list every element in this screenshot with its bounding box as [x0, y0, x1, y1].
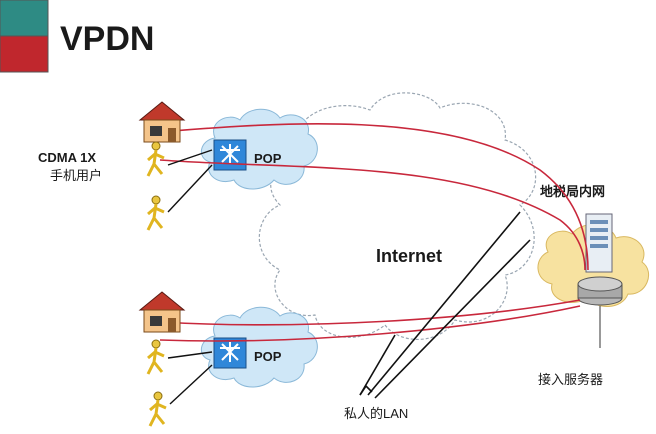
tunnel-top-lower	[159, 159, 586, 271]
tax-intranet-cloud	[537, 213, 649, 307]
user-links	[167, 149, 213, 405]
pop-bottom-label: POP	[254, 349, 282, 364]
tunnel-top-upper	[159, 122, 589, 271]
cdma-label: CDMA 1X	[38, 150, 96, 165]
private-lan-pointers	[359, 211, 531, 399]
server-label: 接入服务器	[538, 372, 603, 387]
pop-top-label: POP	[254, 151, 282, 166]
house-icon	[138, 101, 186, 143]
vpdn-tunnels	[159, 122, 589, 342]
pop-top-cloud	[200, 108, 318, 190]
page-title: VPDN	[60, 20, 154, 58]
internet-cloud-shape	[258, 92, 537, 340]
tunnel-bottom-lower	[159, 305, 581, 342]
person-icon	[148, 391, 167, 427]
pop-bottom-cloud	[200, 306, 318, 388]
logo	[0, 0, 49, 73]
pointer-line-1	[367, 211, 521, 396]
access-server-icon	[577, 276, 623, 306]
router-arrows	[220, 342, 240, 362]
server-icon	[585, 213, 613, 273]
internet-label: Internet	[376, 246, 442, 266]
internet-cloud	[258, 92, 537, 340]
person-icon	[146, 141, 165, 177]
pointer-line-2	[374, 239, 531, 399]
logo-top-square	[0, 0, 49, 37]
logo-bottom-square	[0, 35, 49, 73]
tax-intranet-label: 地税局内网	[540, 184, 605, 199]
private-lan-label: 私人的LAN	[344, 406, 408, 421]
person-icon	[146, 339, 165, 375]
arrowhead	[359, 384, 373, 396]
router-arrows	[220, 144, 240, 164]
tunnel-bottom-upper	[159, 299, 581, 326]
person-icon	[146, 195, 165, 231]
mobile-users-label: 手机用户	[50, 168, 102, 183]
house-icon	[138, 291, 186, 333]
